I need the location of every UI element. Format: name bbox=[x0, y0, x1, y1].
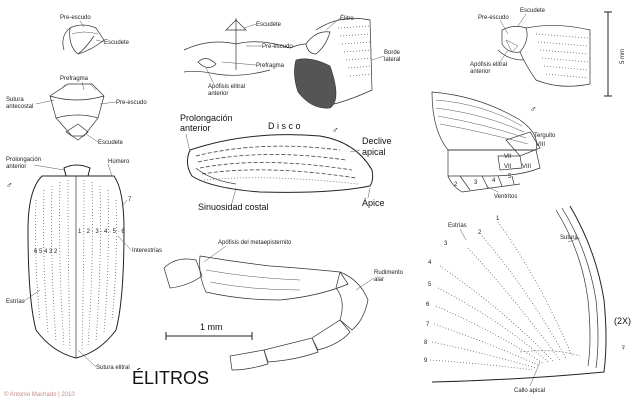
label-estrias-1: Estrías bbox=[6, 299, 25, 305]
label-escudete-2: Escudete bbox=[98, 140, 124, 146]
stria-6: 6 bbox=[426, 302, 430, 308]
label-prolongacion-anterior-2a: Prolongación bbox=[180, 113, 233, 123]
stria-3: 3 bbox=[444, 241, 448, 247]
label-apofisis-elitral-4a: Apófisis elitral bbox=[470, 62, 507, 68]
label-escudete-3: Escudete bbox=[256, 22, 282, 28]
elytron-lateral-view: Prolongación anterior D i s c o ♂ Decliv… bbox=[180, 113, 392, 212]
label-magnification: (2X) bbox=[614, 316, 631, 326]
sternite-2: 2 bbox=[454, 182, 458, 188]
label-vii-b: VII bbox=[504, 164, 512, 170]
prefragma-detail: Prefragma Sutura antecostal Pre-escudo E… bbox=[6, 76, 147, 146]
stria-7: 7 bbox=[426, 322, 430, 328]
stria-4: 4 bbox=[428, 260, 432, 266]
male-symbol-right: ♂ bbox=[530, 104, 537, 114]
male-symbol-left: ♂ bbox=[6, 180, 13, 190]
stria-8: 8 bbox=[424, 340, 428, 346]
scutellum-detail-right: Pre-escudo Escudete Apófisis elitral ant… bbox=[470, 8, 626, 97]
label-callo-apical: Callo apical bbox=[514, 388, 545, 394]
label-pre-escudo-4: Pre-escudo bbox=[478, 15, 509, 21]
label-prefragma-1: Prefragma bbox=[60, 76, 89, 82]
wing-rudiment-detail: Apófisis del metaepisternito Rudimento a… bbox=[163, 240, 404, 371]
label-sutura-antecostal-1: Sutura bbox=[6, 97, 24, 103]
label-declive-apical-a: Declive bbox=[362, 136, 392, 146]
label-escudete-1: Escudete bbox=[104, 40, 130, 46]
elytra-dorsal-view: Prolongación anterior ♂ Húmero 7 6 5 4 3… bbox=[6, 157, 162, 371]
scale-1mm: 1 mm bbox=[200, 322, 223, 332]
stria-5: 5 bbox=[428, 282, 432, 288]
label-apofisis-elitral-4b: anterior bbox=[470, 69, 490, 75]
label-viii-b: VIII bbox=[522, 164, 531, 170]
page-title: ÉLITROS bbox=[132, 368, 209, 388]
male-symbol-center: ♂ bbox=[332, 125, 339, 135]
stria-9: 9 bbox=[424, 358, 428, 364]
label-pre-escudo-3: Pre-escudo bbox=[262, 44, 293, 50]
scutellum-detail-left: Pre-escudo Escudete bbox=[60, 15, 130, 55]
label-prolongacion-anterior-2b: anterior bbox=[180, 123, 211, 133]
label-sutura: Sutura bbox=[560, 235, 578, 241]
label-apofisis-elitral-3a: Apófisis elitral bbox=[208, 84, 245, 90]
label-prolongacion-anterior-1a: Prolongación bbox=[6, 157, 41, 163]
label-rudimento-alar-a: Rudimento bbox=[374, 270, 404, 276]
label-interestrias: Interestrías bbox=[132, 248, 162, 254]
label-humero: Húmero bbox=[108, 159, 130, 165]
label-sutura-elitral: Sutura elitral bbox=[96, 365, 130, 371]
label-apofisis-elitral-3b: anterior bbox=[208, 91, 228, 97]
label-sinuosidad-costal: Sinuosidad costal bbox=[198, 202, 269, 212]
label-disco: D i s c o bbox=[268, 121, 301, 131]
label-apice: Ápice bbox=[362, 198, 385, 208]
stria-1: 1 bbox=[496, 216, 500, 222]
female-symbol: ♀ bbox=[620, 342, 627, 352]
label-pre-escudo-1: Pre-escudo bbox=[60, 15, 91, 21]
stria-2: 2 bbox=[478, 230, 482, 236]
label-prefragma-3: Prefragma bbox=[256, 63, 285, 69]
label-escudete-4: Escudete bbox=[520, 8, 546, 14]
label-prolongacion-anterior-1b: anterior bbox=[6, 164, 26, 170]
label-borde-lateral-a: Borde bbox=[384, 50, 401, 56]
label-right-numbers: 1 · 2 · 3 · 4 · 5 · 6 bbox=[78, 229, 125, 235]
scale-5mm: 5 mm bbox=[620, 49, 626, 64]
label-sutura-antecostal-2: antecostal bbox=[6, 104, 33, 110]
credit: © Antonio Machado | 2010 bbox=[4, 391, 75, 398]
abdomen-lateral-view: ♂ Terguito VIII VII VII VIII 2 3 4 5 Ven… bbox=[431, 91, 556, 200]
label-ventritos: Ventritos bbox=[494, 194, 517, 200]
sternite-4: 4 bbox=[492, 178, 496, 184]
label-declive-apical-b: apical bbox=[362, 147, 386, 157]
label-borde-lateral-b: lateral bbox=[384, 57, 400, 63]
sternite-3: 3 bbox=[474, 180, 478, 186]
label-viii-a: VIII bbox=[536, 142, 545, 148]
label-estrias-2: Estrías bbox=[448, 223, 467, 229]
label-apofisis-metaepisternito: Apófisis del metaepisternito bbox=[218, 240, 292, 246]
label-rudimento-alar-b: alar bbox=[374, 277, 384, 283]
label-elitro: Élitro bbox=[340, 15, 354, 22]
elytron-base-detail: Escudete Pre-escudo Prefragma Apófisis e… bbox=[183, 15, 401, 109]
label-seven: 7 bbox=[128, 197, 132, 203]
sternite-5: 5 bbox=[508, 174, 512, 180]
label-pre-escudo-2: Pre-escudo bbox=[116, 100, 147, 106]
label-left-numbers: 6 5 4 3 2 bbox=[34, 249, 58, 255]
label-vii-a: VII bbox=[504, 154, 512, 160]
elytron-apex-female: 1 2 3 4 5 6 7 8 9 Estrías Sutura Callo a… bbox=[424, 205, 631, 394]
label-terguito: Terguito bbox=[534, 133, 556, 139]
